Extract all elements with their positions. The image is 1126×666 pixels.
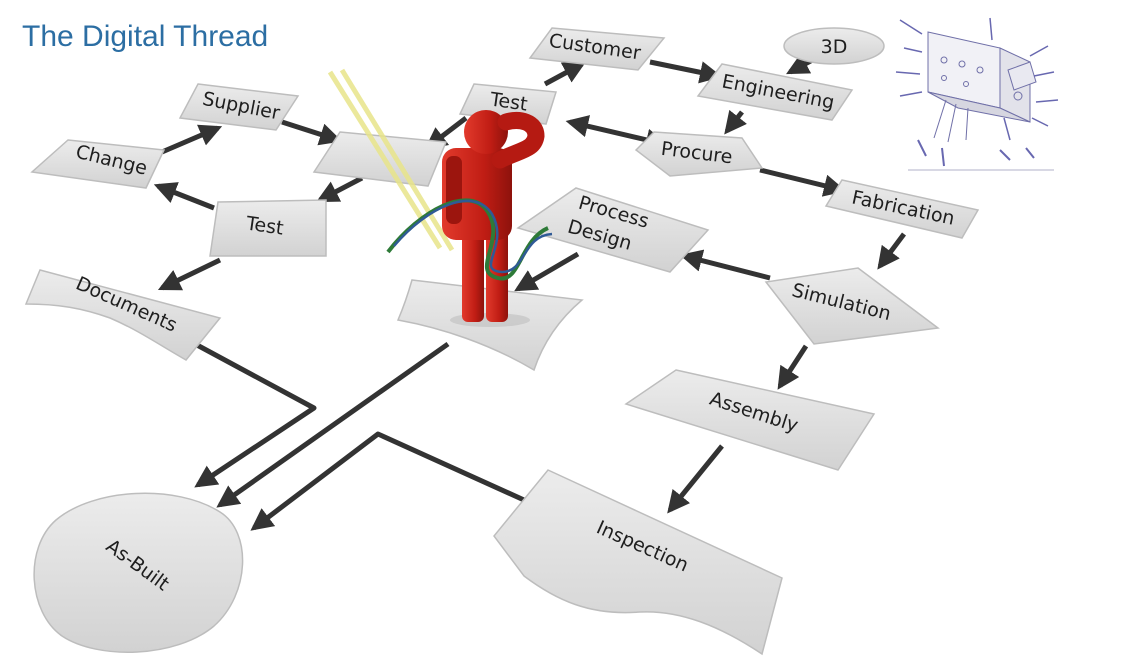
arrow-simulation-to-assembly: [777, 344, 809, 390]
customer-node: [528, 27, 666, 71]
test-top-label: Test: [488, 88, 529, 115]
change-node: [30, 139, 166, 189]
arrow-test-to-documents: [157, 257, 222, 291]
supplier-node: [178, 83, 300, 131]
arrow-fabrication-to-simulation: [877, 232, 906, 270]
documents-node: [24, 269, 222, 361]
test-left-node: [209, 199, 327, 257]
assembly-node: [624, 369, 876, 471]
thread-blue: [393, 199, 553, 274]
as-built-node: [33, 492, 244, 653]
inspection-node: [493, 469, 783, 656]
page-title: The Digital Thread: [22, 20, 269, 53]
arrow-engineering-to-procure: [724, 109, 747, 135]
arrow-simulation-to-process-design: [679, 249, 771, 281]
arrow-assembly-to-inspection: [667, 444, 724, 514]
arrow-process-design-to-center: [514, 251, 580, 292]
engineering-node: [696, 63, 854, 121]
arrow-supplier-to-center: [281, 119, 343, 146]
arrow-procure-to-fabrication: [759, 167, 847, 197]
cad-bracket-drawing-icon: [895, 17, 1059, 171]
arrow-test-to-customer: [543, 61, 586, 87]
three-d-label: 3D: [821, 36, 848, 58]
process-design-node: [516, 187, 710, 273]
connector-arrows: [153, 53, 906, 531]
simulation-node: [764, 267, 940, 345]
arrow-documents-to-as-built: [182, 335, 317, 488]
arrow-test-to-change: [153, 182, 215, 211]
flow-shapes: [24, 27, 980, 656]
center-top-node: [312, 131, 448, 187]
three-d-node: [783, 27, 885, 65]
arrow-change-to-supplier: [161, 124, 223, 155]
arrow-center-to-as-built: [216, 341, 450, 508]
arrow-customer-to-engineering: [649, 59, 723, 84]
fabrication-node: [824, 179, 980, 239]
arrow-center-to-test: [316, 175, 364, 203]
procure-node: [634, 131, 764, 177]
red-person-figure-icon: [327, 68, 553, 327]
test-left-label: Test: [244, 212, 285, 239]
arrow-inspection-to-as-built: [250, 431, 526, 531]
